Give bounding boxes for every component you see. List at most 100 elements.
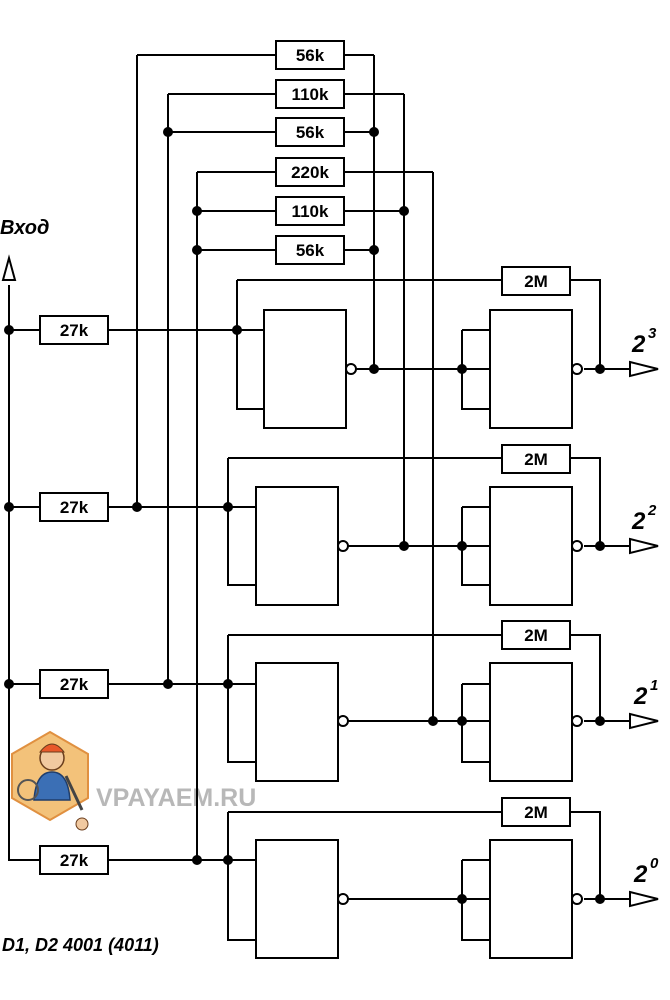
junction-dot bbox=[369, 364, 379, 374]
stage-2-1: 27k 2M 2 1 bbox=[4, 620, 659, 782]
input-resistor bbox=[39, 492, 109, 522]
junction-dot bbox=[192, 855, 202, 865]
output-arrow-icon bbox=[629, 712, 659, 730]
ladder-resistor: 110k bbox=[275, 196, 345, 226]
nor-gate-d1 bbox=[263, 309, 347, 429]
input-resistor-label: 27k bbox=[60, 498, 89, 517]
nor-gate-d1 bbox=[255, 486, 339, 606]
feedback-resistor-label: 2M bbox=[524, 450, 548, 469]
junction-dot bbox=[369, 127, 379, 137]
output-label-exponent: 1 bbox=[650, 677, 658, 694]
nor-gate-d2 bbox=[489, 662, 573, 782]
junction-dot bbox=[595, 541, 605, 551]
input-resistor bbox=[39, 315, 109, 345]
nor-gate-d2 bbox=[489, 309, 573, 429]
junction-dot bbox=[457, 364, 467, 374]
output-label: 2 bbox=[633, 683, 648, 710]
inverter-bubble-icon bbox=[337, 893, 349, 905]
feedback-resistor bbox=[501, 797, 571, 827]
junction-dot bbox=[457, 894, 467, 904]
junction-dot bbox=[399, 206, 409, 216]
junction-dot bbox=[232, 325, 242, 335]
svg-text:220k: 220k bbox=[291, 163, 329, 182]
junction-dot bbox=[428, 716, 438, 726]
junction-dot bbox=[595, 716, 605, 726]
output-label-exponent: 0 bbox=[650, 855, 659, 872]
inverter-bubble-icon bbox=[337, 715, 349, 727]
input-resistor bbox=[39, 845, 109, 875]
junction-dot bbox=[399, 541, 409, 551]
stage-2-2: 27k 2M 2 2 bbox=[4, 444, 659, 606]
nor-gate-d2 bbox=[489, 839, 573, 959]
input-resistor-label: 27k bbox=[60, 675, 89, 694]
nor-gate-d2 bbox=[489, 486, 573, 606]
feedback-resistor bbox=[501, 266, 571, 296]
mascot-logo-icon bbox=[11, 730, 89, 831]
junction-dot bbox=[192, 245, 202, 255]
junction-dot bbox=[595, 894, 605, 904]
stage-2-0: 27k 2M 2 0 bbox=[39, 797, 659, 959]
svg-text:56k: 56k bbox=[296, 241, 325, 260]
junction-dot bbox=[595, 364, 605, 374]
output-label: 2 bbox=[631, 508, 646, 535]
junction-dot bbox=[4, 502, 14, 512]
chip-label: D1, D2 4001 (4011) bbox=[2, 935, 159, 955]
svg-text:56k: 56k bbox=[296, 46, 325, 65]
input-bus-wire bbox=[8, 285, 40, 861]
svg-text:110k: 110k bbox=[292, 85, 329, 104]
input-resistor-label: 27k bbox=[60, 321, 89, 340]
ladder-resistor: 56k bbox=[275, 117, 345, 147]
inverter-bubble-icon bbox=[571, 540, 583, 552]
watermark-text: VPAYAEM.RU bbox=[96, 784, 256, 812]
ladder-resistor: 56k bbox=[275, 235, 345, 265]
junction-dot bbox=[4, 325, 14, 335]
stage4-mid-wire bbox=[348, 859, 490, 941]
input-resistor-label: 27k bbox=[60, 851, 89, 870]
feedback-resistor-label: 2M bbox=[524, 626, 548, 645]
input-arrow-icon bbox=[1, 254, 17, 281]
inverter-bubble-icon bbox=[345, 363, 357, 375]
junction-dot bbox=[132, 502, 142, 512]
stage3-gate1-inputs bbox=[227, 635, 256, 763]
junction-dot bbox=[457, 541, 467, 551]
inverter-bubble-icon bbox=[571, 893, 583, 905]
junction-dot bbox=[223, 502, 233, 512]
output-arrow-icon bbox=[629, 360, 659, 378]
ladder-resistor: 56k bbox=[275, 40, 345, 70]
junction-dot bbox=[163, 679, 173, 689]
junction-dot bbox=[163, 127, 173, 137]
stage2-feedback-wire bbox=[228, 457, 601, 546]
stage3-mid-wire bbox=[348, 683, 490, 763]
output-label: 2 bbox=[631, 331, 646, 358]
junction-dot bbox=[369, 245, 379, 255]
stage-2-3: 27k 2M 2 3 bbox=[4, 266, 659, 429]
output-arrow-icon bbox=[629, 537, 659, 555]
junction-dot bbox=[223, 679, 233, 689]
junction-dot bbox=[223, 855, 233, 865]
stage3-feedback-wire bbox=[228, 634, 601, 721]
svg-text:56k: 56k bbox=[296, 123, 325, 142]
inverter-bubble-icon bbox=[571, 363, 583, 375]
stage4-gate1-inputs bbox=[227, 812, 256, 941]
ladder-resistor: 220k bbox=[275, 157, 345, 187]
inverter-bubble-icon bbox=[337, 540, 349, 552]
junction-dot bbox=[457, 716, 467, 726]
output-arrow-icon bbox=[629, 890, 659, 908]
feedback-resistor-label: 2M bbox=[524, 272, 548, 291]
feedback-resistor bbox=[501, 444, 571, 474]
stage1-feedback-wire bbox=[237, 279, 601, 369]
output-label-exponent: 2 bbox=[647, 502, 657, 519]
stage1-gate1-inputs bbox=[236, 280, 264, 410]
stage2-gate1-inputs bbox=[227, 458, 256, 586]
output-label: 2 bbox=[633, 861, 648, 888]
inverter-bubble-icon bbox=[571, 715, 583, 727]
stage4-feedback-wire bbox=[228, 811, 601, 899]
ladder-resistor: 110k bbox=[275, 79, 345, 109]
feedback-resistor bbox=[501, 620, 571, 650]
junction-dot bbox=[4, 679, 14, 689]
input-resistor bbox=[39, 669, 109, 699]
nor-gate-d1 bbox=[255, 662, 339, 782]
input-label: Вход bbox=[0, 217, 49, 239]
output-label-exponent: 3 bbox=[648, 325, 657, 342]
